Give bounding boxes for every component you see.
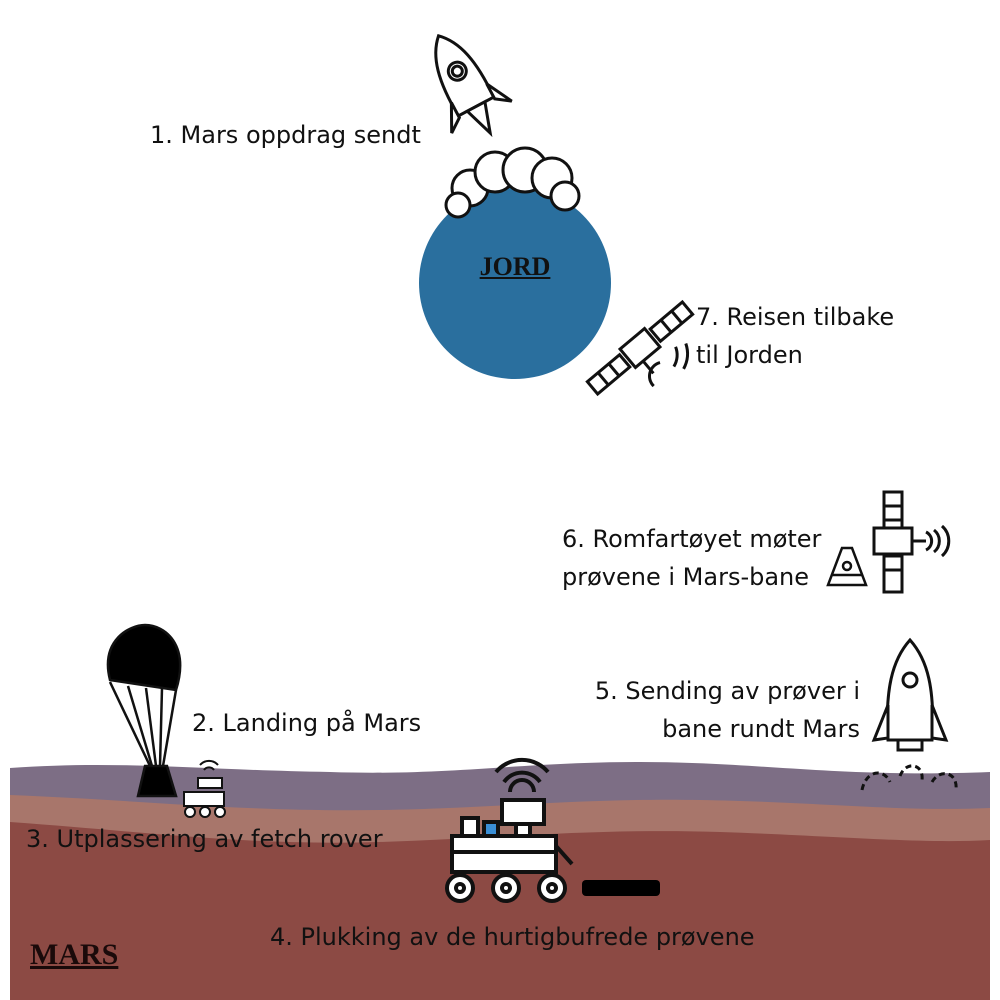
rocket-body	[434, 34, 513, 138]
step-7-label: 7. Reisen tilbake til Jorden	[696, 298, 894, 374]
step-6-label: 6. Romfartøyet møter prøvene i Mars-bane	[562, 520, 821, 596]
parachute-icon	[106, 623, 182, 798]
step-5-line-1: 5. Sending av prøver i	[594, 677, 860, 705]
ascent-rocket-icon	[860, 637, 958, 791]
rocket-launch-icon	[434, 34, 581, 219]
step-5-line-2: bane rundt Mars	[662, 715, 860, 743]
mars-label: MARS	[30, 938, 119, 971]
step-4-line-1: 4. Plukking av de hurtigbufrede prøvene	[270, 923, 755, 951]
smoke-cloud	[444, 146, 581, 219]
step-5-label: 5. Sending av prøver i bane rundt Mars	[595, 672, 860, 748]
step-2-label: 2. Landing på Mars	[192, 704, 421, 742]
small-rover-icon	[183, 759, 226, 818]
step-4-label: 4. Plukking av de hurtigbufrede prøvene	[270, 918, 755, 956]
step-1-label: 1. Mars oppdrag sendt	[150, 116, 421, 154]
step-6-line-2: prøvene i Mars-bane	[562, 563, 810, 591]
satellite-icon	[585, 299, 695, 397]
step-7-line-2: til Jorden	[696, 341, 803, 369]
orbiter-icon	[872, 490, 951, 594]
earth-globe	[419, 187, 611, 379]
step-6-line-1: 6. Romfartøyet møter	[562, 525, 822, 553]
earth-label: JORD	[479, 252, 551, 281]
step-3-label: 3. Utplassering av fetch rover	[26, 820, 383, 858]
sample-capsule-icon	[826, 546, 868, 587]
mars-surface-layer	[10, 822, 990, 1000]
step-1-line-1: 1. Mars oppdrag sendt	[150, 121, 421, 149]
step-7-line-1: 7. Reisen tilbake	[696, 303, 895, 331]
sample-cache	[582, 880, 660, 896]
step-3-line-1: 3. Utplassering av fetch rover	[26, 825, 383, 853]
rover-icon	[445, 757, 574, 903]
step-2-line-1: 2. Landing på Mars	[192, 709, 422, 737]
